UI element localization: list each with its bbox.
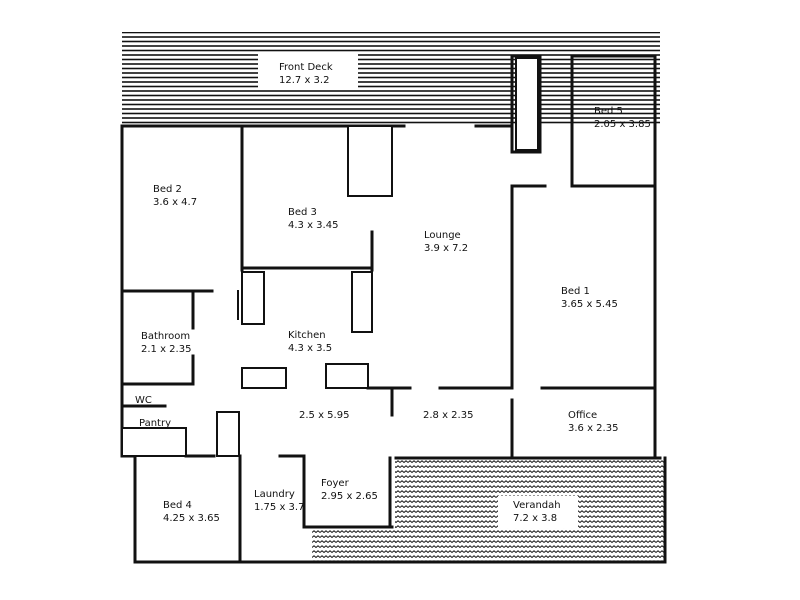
office-name: Office xyxy=(568,410,597,421)
kitchen-cabinet-left xyxy=(241,271,265,325)
verandah-size: 7.2 x 3.8 xyxy=(513,513,557,524)
bed1-size: 3.65 x 5.45 xyxy=(561,299,618,310)
bed1-name: Bed 1 xyxy=(561,286,590,297)
bathroom-size: 2.1 x 2.35 xyxy=(141,344,191,355)
bed5-name: Bed 5 xyxy=(594,106,623,117)
laundry-cabinet xyxy=(216,411,240,457)
front-deck-size: 12.7 x 3.2 xyxy=(279,75,329,86)
pantry-name: Pantry xyxy=(139,418,171,429)
front-deck-hatch xyxy=(122,32,660,126)
foyer-name: Foyer xyxy=(321,478,350,489)
front-deck-name: Front Deck xyxy=(279,62,333,73)
kitchen-cabinet-right xyxy=(351,271,373,333)
foyer-size: 2.95 x 2.65 xyxy=(321,491,378,502)
kitchen-name: Kitchen xyxy=(288,330,326,341)
office-size: 3.6 x 2.35 xyxy=(568,423,618,434)
verandah-name: Verandah xyxy=(513,500,561,511)
family-size: 2.8 x 2.35 xyxy=(423,410,473,421)
dining-size: 2.5 x 5.95 xyxy=(299,410,349,421)
kitchen-bench-left xyxy=(241,367,287,389)
verandah-hatch xyxy=(312,458,665,562)
bed2-name: Bed 2 xyxy=(153,184,182,195)
laundry-size: 1.75 x 3.7 xyxy=(254,502,304,513)
room-labels: Front Deck 12.7 x 3.2 Bed 5 2.05 x 3.85 … xyxy=(135,62,651,524)
wardrobe-bed3 xyxy=(347,125,393,197)
bed3-size: 4.3 x 3.45 xyxy=(288,220,338,231)
lounge-size: 3.9 x 7.2 xyxy=(424,243,468,254)
bed4-name: Bed 4 xyxy=(163,500,192,511)
kitchen-bench-right xyxy=(325,363,369,389)
wc-name: WC xyxy=(135,395,152,406)
bed5-size: 2.05 x 3.85 xyxy=(594,119,651,130)
fixtures xyxy=(121,57,539,457)
bathroom-name: Bathroom xyxy=(141,331,190,342)
wardrobe-bed5 xyxy=(515,57,539,151)
pantry-shelf xyxy=(121,427,187,457)
kitchen-size: 4.3 x 3.5 xyxy=(288,343,332,354)
bed3-name: Bed 3 xyxy=(288,207,317,218)
lounge-name: Lounge xyxy=(424,230,461,241)
laundry-name: Laundry xyxy=(254,489,295,500)
bed4-size: 4.25 x 3.65 xyxy=(163,513,220,524)
bed2-size: 3.6 x 4.7 xyxy=(153,197,197,208)
